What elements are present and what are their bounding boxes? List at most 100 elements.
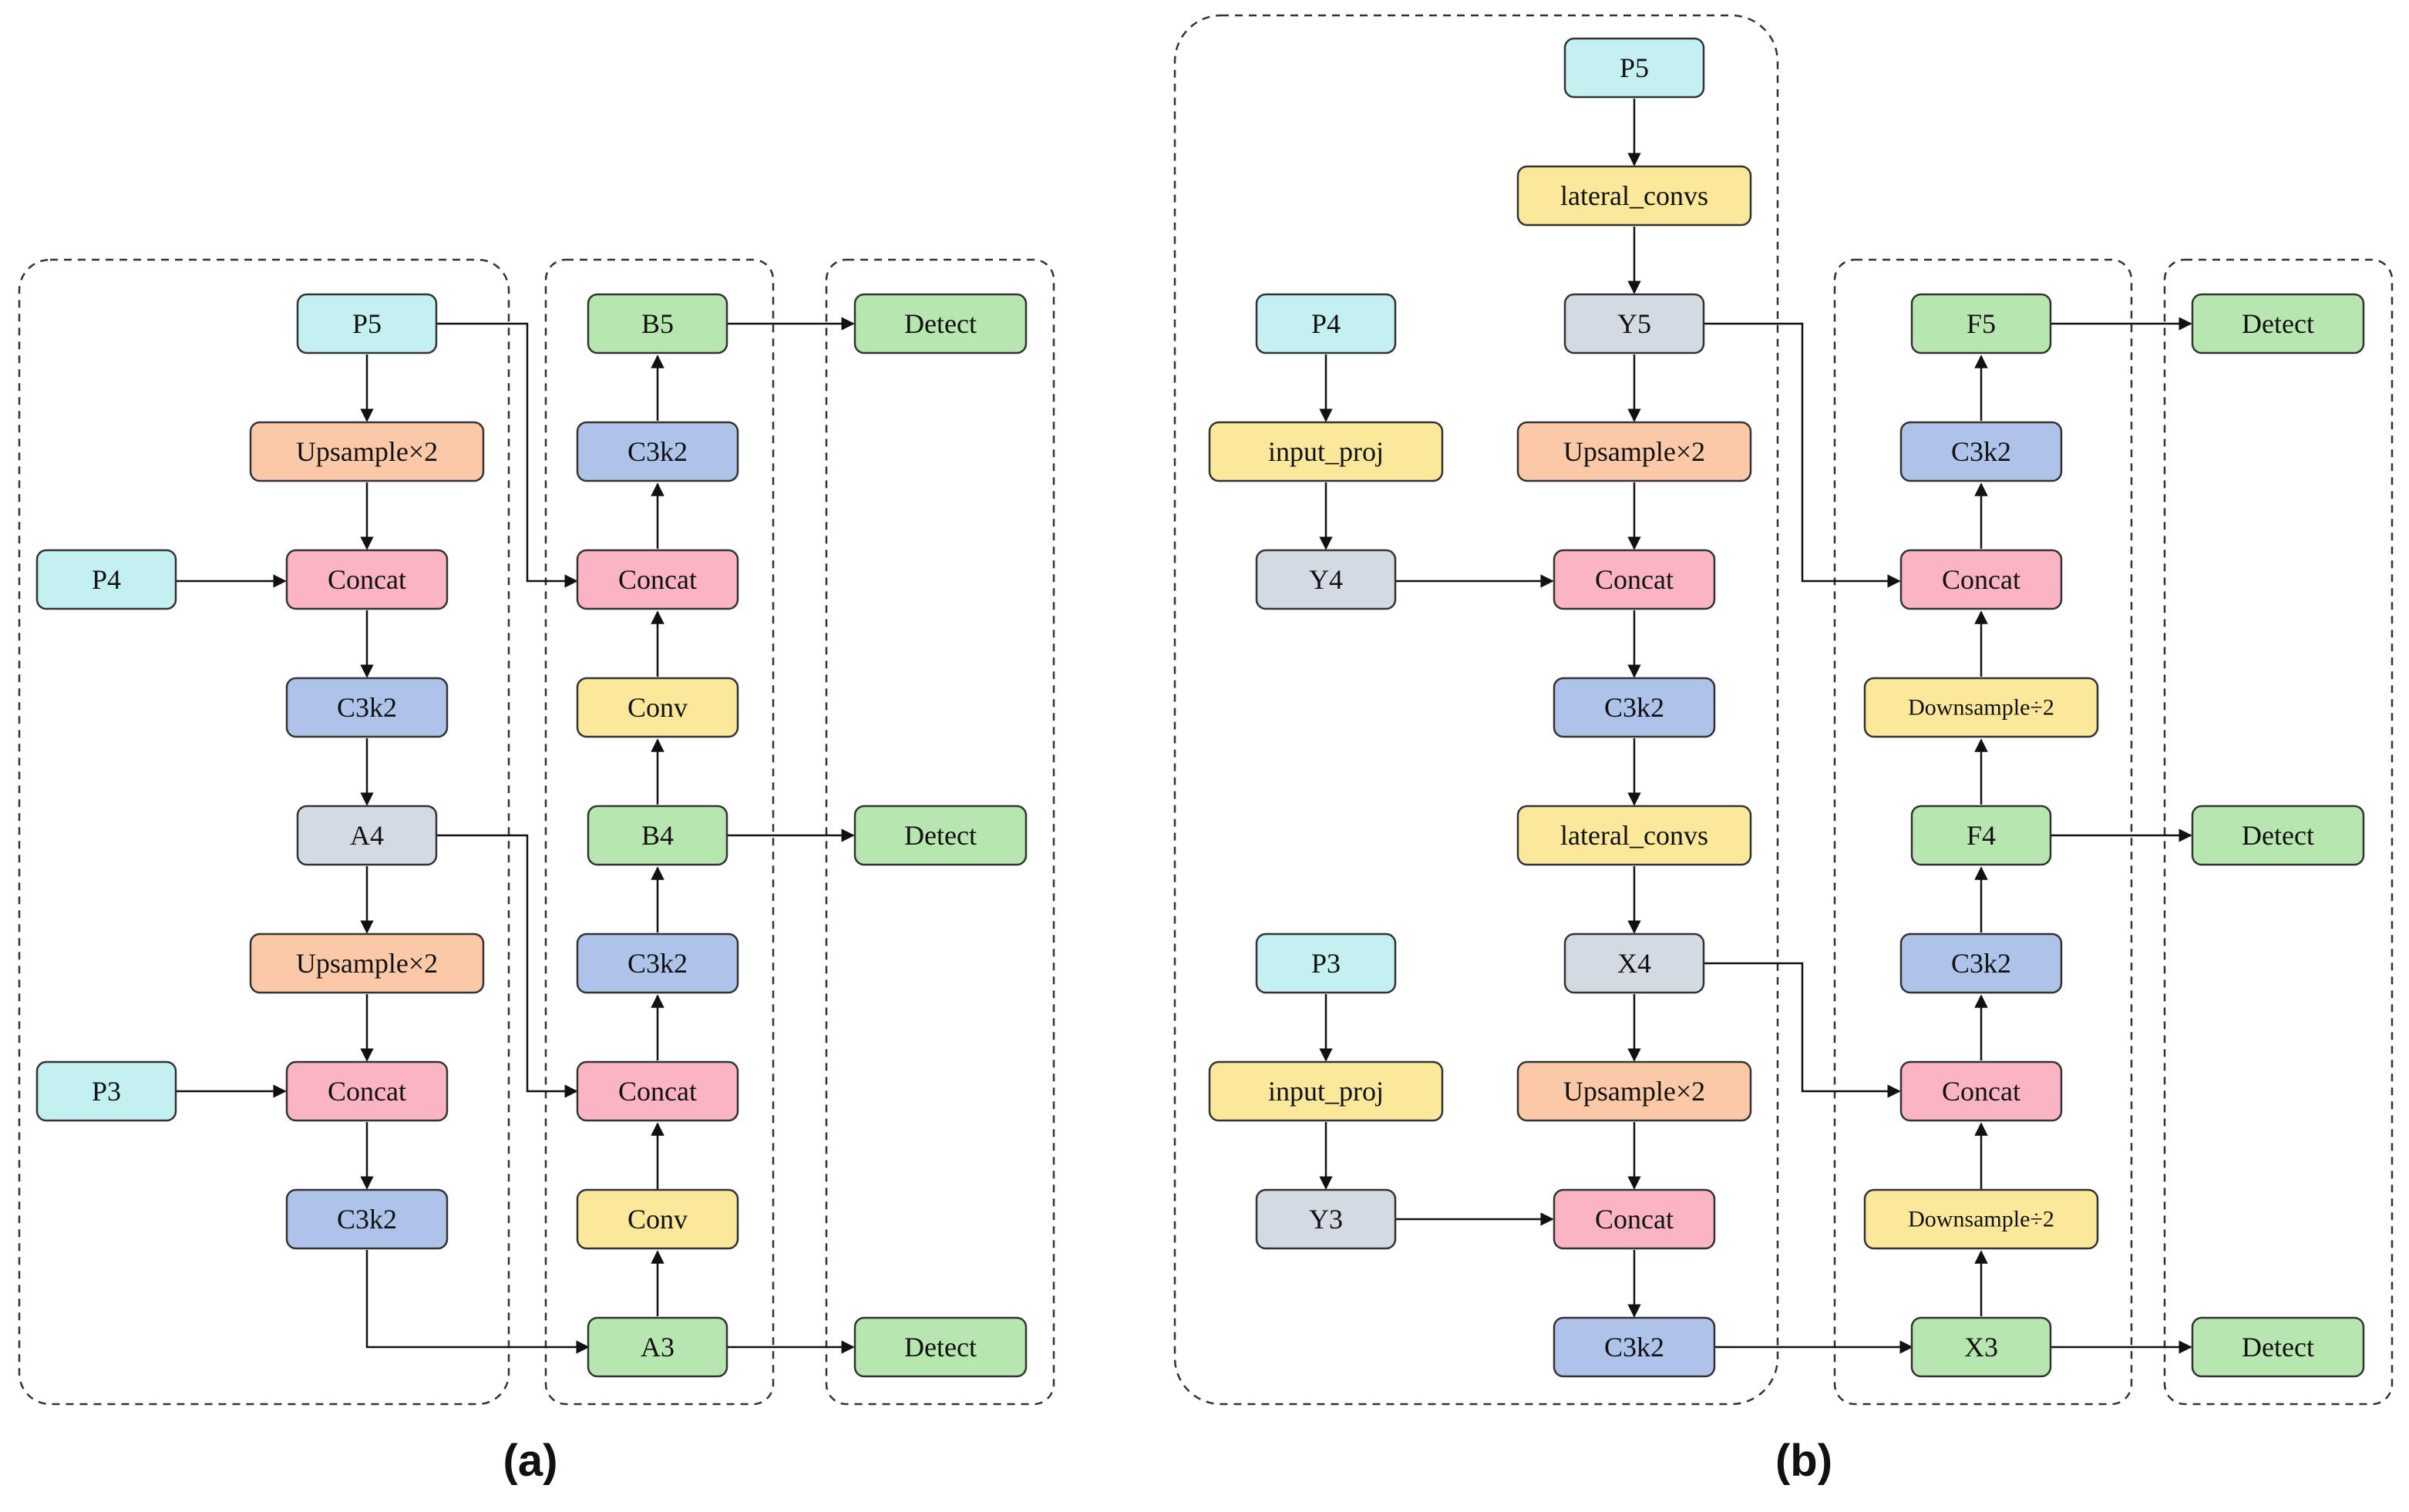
node-a-p4: P4 bbox=[35, 549, 177, 610]
svg-text:Upsample×2: Upsample×2 bbox=[1563, 1076, 1705, 1107]
node-a-p5: P5 bbox=[296, 293, 438, 354]
node-b-detect-1: Detect bbox=[2191, 293, 2365, 354]
svg-text:A4: A4 bbox=[350, 820, 384, 851]
node-a-concat-1: Concat bbox=[285, 549, 449, 610]
node-a-c3k2-2: C3k2 bbox=[285, 1188, 449, 1250]
svg-text:X4: X4 bbox=[1617, 948, 1651, 979]
svg-text:input_proj: input_proj bbox=[1268, 1076, 1384, 1107]
svg-text:C3k2: C3k2 bbox=[1604, 1332, 1664, 1362]
svg-text:Detect: Detect bbox=[904, 308, 977, 339]
node-b-y4: Y4 bbox=[1255, 549, 1397, 610]
group-a-detect bbox=[825, 258, 1055, 1406]
svg-text:F4: F4 bbox=[1967, 820, 1996, 851]
node-b-y3: Y3 bbox=[1255, 1188, 1397, 1250]
svg-text:Upsample×2: Upsample×2 bbox=[296, 948, 438, 979]
node-b-concat-f4: Concat bbox=[1899, 1060, 2063, 1122]
node-b-downsample-2: Downsample÷2 bbox=[1863, 1188, 2099, 1250]
node-b-c3k2-2: C3k2 bbox=[1553, 1316, 1716, 1378]
svg-text:P5: P5 bbox=[352, 308, 382, 339]
nodes-a: P5 Upsample×2 P4 Concat C3k2 A4 Upsample… bbox=[35, 293, 1028, 1378]
caption-b: (b) bbox=[1775, 1436, 1832, 1486]
node-b-downsample-1: Downsample÷2 bbox=[1863, 677, 2099, 738]
svg-text:C3k2: C3k2 bbox=[1951, 436, 2011, 467]
node-a-b5: B5 bbox=[587, 293, 728, 354]
svg-text:X3: X3 bbox=[1964, 1332, 1998, 1362]
svg-text:Concat: Concat bbox=[328, 1076, 406, 1107]
node-b-concat-1: Concat bbox=[1553, 549, 1716, 610]
node-a-c3k2-b4: C3k2 bbox=[576, 932, 739, 994]
edges-b bbox=[1319, 99, 2192, 1354]
node-b-lateral-convs-1: lateral_convs bbox=[1516, 165, 1752, 227]
svg-text:C3k2: C3k2 bbox=[337, 692, 397, 723]
node-a-b4: B4 bbox=[587, 805, 728, 866]
node-a-p3: P3 bbox=[35, 1060, 177, 1122]
node-b-c3k2-1: C3k2 bbox=[1553, 677, 1716, 738]
node-a-a4: A4 bbox=[296, 805, 438, 866]
svg-text:P5: P5 bbox=[1620, 52, 1649, 83]
svg-text:Y3: Y3 bbox=[1309, 1204, 1343, 1235]
svg-text:input_proj: input_proj bbox=[1268, 436, 1384, 467]
svg-text:Conv: Conv bbox=[627, 692, 688, 723]
group-b-bottomup bbox=[1833, 258, 2133, 1406]
node-a-detect-2: Detect bbox=[853, 805, 1028, 866]
svg-text:Concat: Concat bbox=[328, 564, 406, 595]
svg-text:Downsample÷2: Downsample÷2 bbox=[1908, 1207, 2054, 1232]
svg-text:C3k2: C3k2 bbox=[1951, 948, 2011, 979]
node-b-f5: F5 bbox=[1910, 293, 2052, 354]
node-a-upsample-1: Upsample×2 bbox=[249, 421, 485, 482]
node-a-conv-2: Conv bbox=[576, 1188, 739, 1250]
svg-text:A3: A3 bbox=[641, 1332, 675, 1362]
node-b-input-proj-1: input_proj bbox=[1208, 421, 1444, 482]
node-b-input-proj-2: input_proj bbox=[1208, 1060, 1444, 1122]
svg-text:C3k2: C3k2 bbox=[1604, 692, 1664, 723]
edges-a bbox=[176, 317, 855, 1354]
svg-text:lateral_convs: lateral_convs bbox=[1560, 180, 1708, 211]
svg-text:F5: F5 bbox=[1967, 308, 1996, 339]
svg-text:C3k2: C3k2 bbox=[627, 948, 688, 979]
group-a-bottomup bbox=[544, 258, 775, 1406]
group-b-detect bbox=[2163, 258, 2394, 1406]
svg-text:Detect: Detect bbox=[2242, 1332, 2314, 1362]
svg-text:Concat: Concat bbox=[1595, 1204, 1674, 1235]
svg-text:Detect: Detect bbox=[2242, 820, 2314, 851]
svg-text:Concat: Concat bbox=[1595, 564, 1674, 595]
node-b-concat-f5: Concat bbox=[1899, 549, 2063, 610]
node-a-detect-1: Detect bbox=[853, 293, 1028, 354]
svg-text:Concat: Concat bbox=[618, 1076, 697, 1107]
svg-text:Y4: Y4 bbox=[1309, 564, 1343, 595]
svg-text:C3k2: C3k2 bbox=[627, 436, 688, 467]
node-b-c3k2-f5: C3k2 bbox=[1899, 421, 2063, 482]
svg-text:B5: B5 bbox=[641, 308, 674, 339]
svg-text:Upsample×2: Upsample×2 bbox=[296, 436, 438, 467]
group-b-topdown bbox=[1173, 14, 1779, 1406]
node-b-p3: P3 bbox=[1255, 932, 1397, 994]
node-a-conv-1: Conv bbox=[576, 677, 739, 738]
svg-text:Detect: Detect bbox=[904, 1332, 977, 1362]
node-b-x3: X3 bbox=[1910, 1316, 2052, 1378]
svg-text:lateral_convs: lateral_convs bbox=[1560, 820, 1708, 851]
svg-text:Conv: Conv bbox=[627, 1204, 688, 1235]
nodes-b: P5 lateral_convs Y5 P4 input_proj Upsamp… bbox=[1208, 37, 2365, 1378]
svg-text:Upsample×2: Upsample×2 bbox=[1563, 436, 1705, 467]
svg-text:Detect: Detect bbox=[904, 820, 977, 851]
svg-text:Concat: Concat bbox=[1942, 564, 2020, 595]
node-b-detect-3: Detect bbox=[2191, 1316, 2365, 1378]
node-b-p5: P5 bbox=[1563, 37, 1705, 99]
node-a-a3: A3 bbox=[587, 1316, 728, 1378]
node-b-c3k2-f4: C3k2 bbox=[1899, 932, 2063, 994]
node-b-upsample-1: Upsample×2 bbox=[1516, 421, 1752, 482]
caption-a: (a) bbox=[503, 1436, 558, 1486]
node-b-x4: X4 bbox=[1563, 932, 1705, 994]
svg-text:B4: B4 bbox=[641, 820, 674, 851]
svg-text:Detect: Detect bbox=[2242, 308, 2314, 339]
node-b-p4: P4 bbox=[1255, 293, 1397, 354]
node-b-upsample-2: Upsample×2 bbox=[1516, 1060, 1752, 1122]
node-a-c3k2-1: C3k2 bbox=[285, 677, 449, 738]
svg-text:C3k2: C3k2 bbox=[337, 1204, 397, 1235]
node-a-concat-2: Concat bbox=[285, 1060, 449, 1122]
node-b-y5: Y5 bbox=[1563, 293, 1705, 354]
svg-text:Downsample÷2: Downsample÷2 bbox=[1908, 695, 2054, 721]
svg-text:Concat: Concat bbox=[1942, 1076, 2020, 1107]
svg-text:P3: P3 bbox=[1311, 948, 1341, 979]
